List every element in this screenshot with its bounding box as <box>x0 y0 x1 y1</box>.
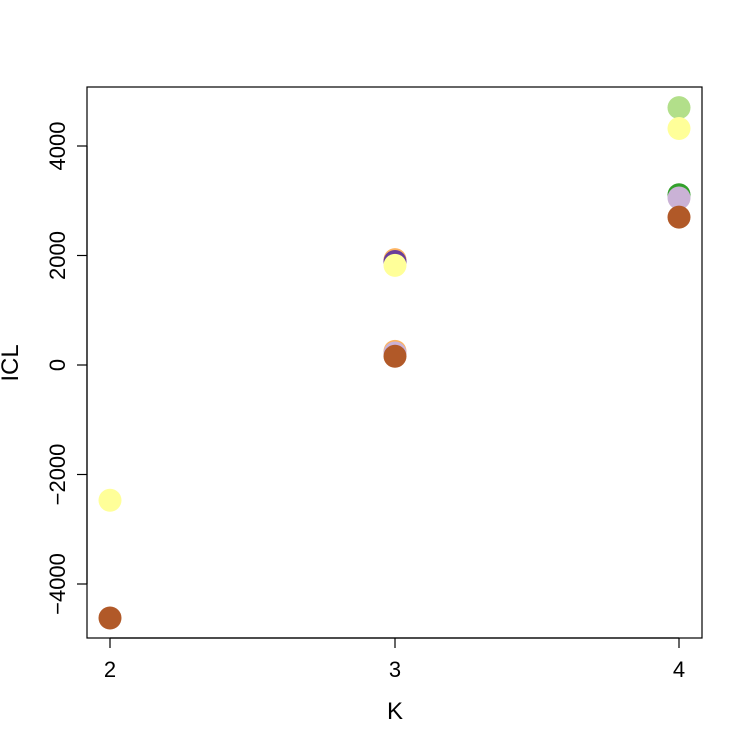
y-tick-label: 4000 <box>45 122 70 171</box>
data-point <box>667 186 691 210</box>
data-point <box>98 606 122 630</box>
x-tick-label: 2 <box>104 657 116 682</box>
y-tick-label: 0 <box>45 359 70 371</box>
x-axis: 2 3 4 <box>104 637 685 682</box>
y-axis: −4000 −2000 0 2000 4000 <box>45 122 88 615</box>
data-point <box>667 116 691 140</box>
x-tick-label: 3 <box>389 657 401 682</box>
data-point <box>383 253 407 277</box>
y-tick-label: −2000 <box>45 444 70 506</box>
y-axis-title: ICL <box>0 344 24 381</box>
data-point <box>383 344 407 368</box>
data-point <box>667 96 691 120</box>
x-tick-label: 4 <box>673 657 685 682</box>
data-point <box>667 205 691 229</box>
data-point <box>98 488 122 512</box>
y-tick-label: 2000 <box>45 231 70 280</box>
x-axis-title: K <box>387 698 403 725</box>
data-points <box>98 96 691 630</box>
y-tick-label: −4000 <box>45 553 70 615</box>
